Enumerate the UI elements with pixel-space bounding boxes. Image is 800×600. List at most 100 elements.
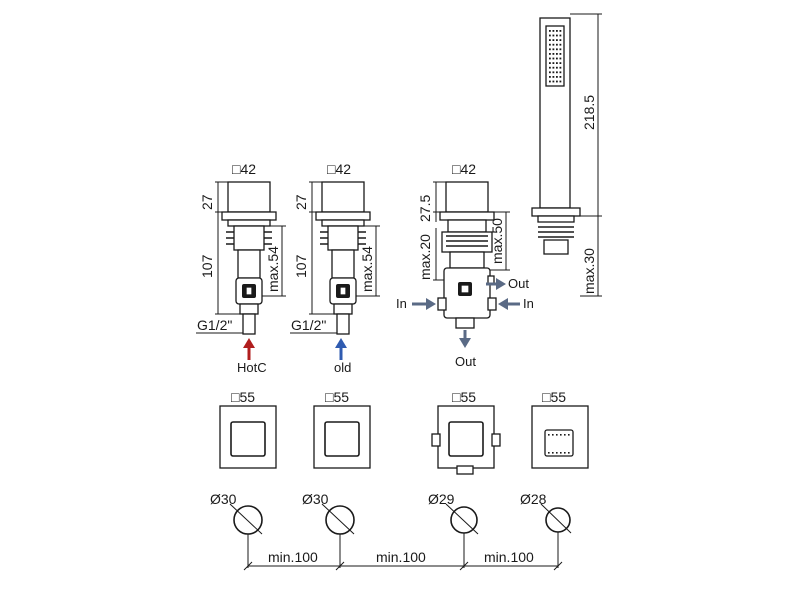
spacing-1-label: min.100 [268,549,318,565]
shower-nozzle-dot [556,66,558,69]
shower-nozzle-dot [552,62,555,64]
plate-2: □55 [313,389,371,469]
hand-shower-dim-length: 218.5 [581,95,597,130]
plate-4-dot [564,434,566,436]
shower-nozzle-dot [556,39,558,41]
plate-4: □55 [531,389,589,469]
shower-nozzle-dot [559,66,562,69]
shower-nozzle-dot [552,39,555,41]
valve-1-dim-body: 107 [199,254,215,278]
shower-nozzle-dot [552,57,555,60]
plate-4-dot [552,452,554,454]
shower-nozzle-dot [549,80,551,83]
shower-nozzle-dot [549,48,551,51]
diverter: □42 27.5 max.20 max.50 In In [396,161,534,369]
valve-2-dim-top: 27 [293,194,309,210]
valve-1: □42 27 107 max.54 G1/2" HotC [196,161,286,375]
shower-nozzle-dot [559,80,562,83]
diverter-dim-top: 27.5 [417,195,433,222]
shower-nozzle-dot [556,71,558,74]
diverter-in-left-label: In [396,296,407,311]
valve-2-dim-max: max.54 [359,246,375,292]
shower-nozzle-dot [559,34,562,37]
diverter-size-label: □42 [452,161,476,177]
shower-nozzle-dot [552,48,555,51]
valve-1-thread-label: G1/2" [197,317,232,333]
plate-4-dot [552,434,554,436]
shower-nozzle-dot [552,53,555,55]
diverter-out-right-label: Out [508,276,529,291]
shower-nozzles-pattern [549,30,562,83]
shower-nozzle-dot [549,30,551,32]
plate-1-label: □55 [231,389,255,405]
shower-nozzle-dot [556,34,558,37]
plate-4-dot [560,452,562,454]
shower-nozzle-dot [549,34,551,37]
plate-4-dot [548,452,550,454]
valve-2: □42 27 107 max.54 G1/2" old [290,161,380,375]
hand-shower-dim-max: max.30 [581,248,597,294]
shower-nozzle-dot [559,53,562,55]
plate-4-label: □55 [542,389,566,405]
diverter-dim-mid: max.20 [417,234,433,280]
shower-nozzle-dot [552,80,555,83]
shower-nozzle-dot [549,57,551,60]
shower-nozzle-dot [549,43,551,46]
valve-1-arrow-label: HotC [237,360,267,375]
valve-1-size-label: □42 [232,161,256,177]
shower-nozzle-dot [556,80,558,83]
valve-2-size-label: □42 [327,161,351,177]
plate-4-dot [556,434,558,436]
shower-nozzle-dot [549,71,551,74]
hole-2-label: Ø30 [302,491,329,507]
shower-nozzle-dot [552,43,555,46]
diverter-in-right-label: In [523,296,534,311]
shower-nozzle-dot [559,62,562,64]
shower-nozzle-dot [549,39,551,41]
hole-2: Ø30 [302,491,355,568]
shower-nozzle-dot [559,30,562,32]
shower-nozzle-dot [559,43,562,46]
valve-1-dim-max: max.54 [265,246,281,292]
plate-1: □55 [219,389,277,469]
spacing-3-label: min.100 [484,549,534,565]
hole-1-label: Ø30 [210,491,237,507]
shower-nozzle-dot [556,30,558,32]
plate-3-label: □55 [452,389,476,405]
shower-nozzle-dot [556,48,558,51]
hand-shower: 218.5 max.30 [531,13,602,297]
plate-4-dot [568,434,570,436]
shower-nozzle-dot [552,76,555,78]
valve-2-arrow-label: old [334,360,351,375]
shower-nozzle-dot [549,53,551,55]
hole-4: Ø28 [520,491,572,568]
shower-nozzle-dot [552,34,555,37]
shower-nozzle-dot [549,62,551,64]
shower-nozzle-dot [552,66,555,69]
shower-nozzle-dot [559,76,562,78]
shower-nozzle-dot [556,76,558,78]
shower-nozzle-dot [559,57,562,60]
hole-3-label: Ø29 [428,491,455,507]
shower-nozzle-dot [549,66,551,69]
shower-nozzle-dot [552,30,555,32]
plate-3: □55 [431,389,501,475]
valve-1-dim-top: 27 [199,194,215,210]
shower-nozzle-dot [552,71,555,74]
diverter-out-bottom-label: Out [455,354,476,369]
plate-2-label: □55 [325,389,349,405]
shower-nozzle-dot [556,43,558,46]
shower-nozzle-dot [559,71,562,74]
shower-nozzle-dot [556,57,558,60]
shower-nozzle-dot [559,48,562,51]
plate-4-dot [564,452,566,454]
valve-2-dim-body: 107 [293,254,309,278]
shower-nozzle-dot [556,53,558,55]
plate-4-dot [548,434,550,436]
valve-2-thread-label: G1/2" [291,317,326,333]
diverter-dim-max: max.50 [489,218,505,264]
plate-4-dot [568,452,570,454]
spacing-2-label: min.100 [376,549,426,565]
shower-nozzle-dot [549,76,551,78]
